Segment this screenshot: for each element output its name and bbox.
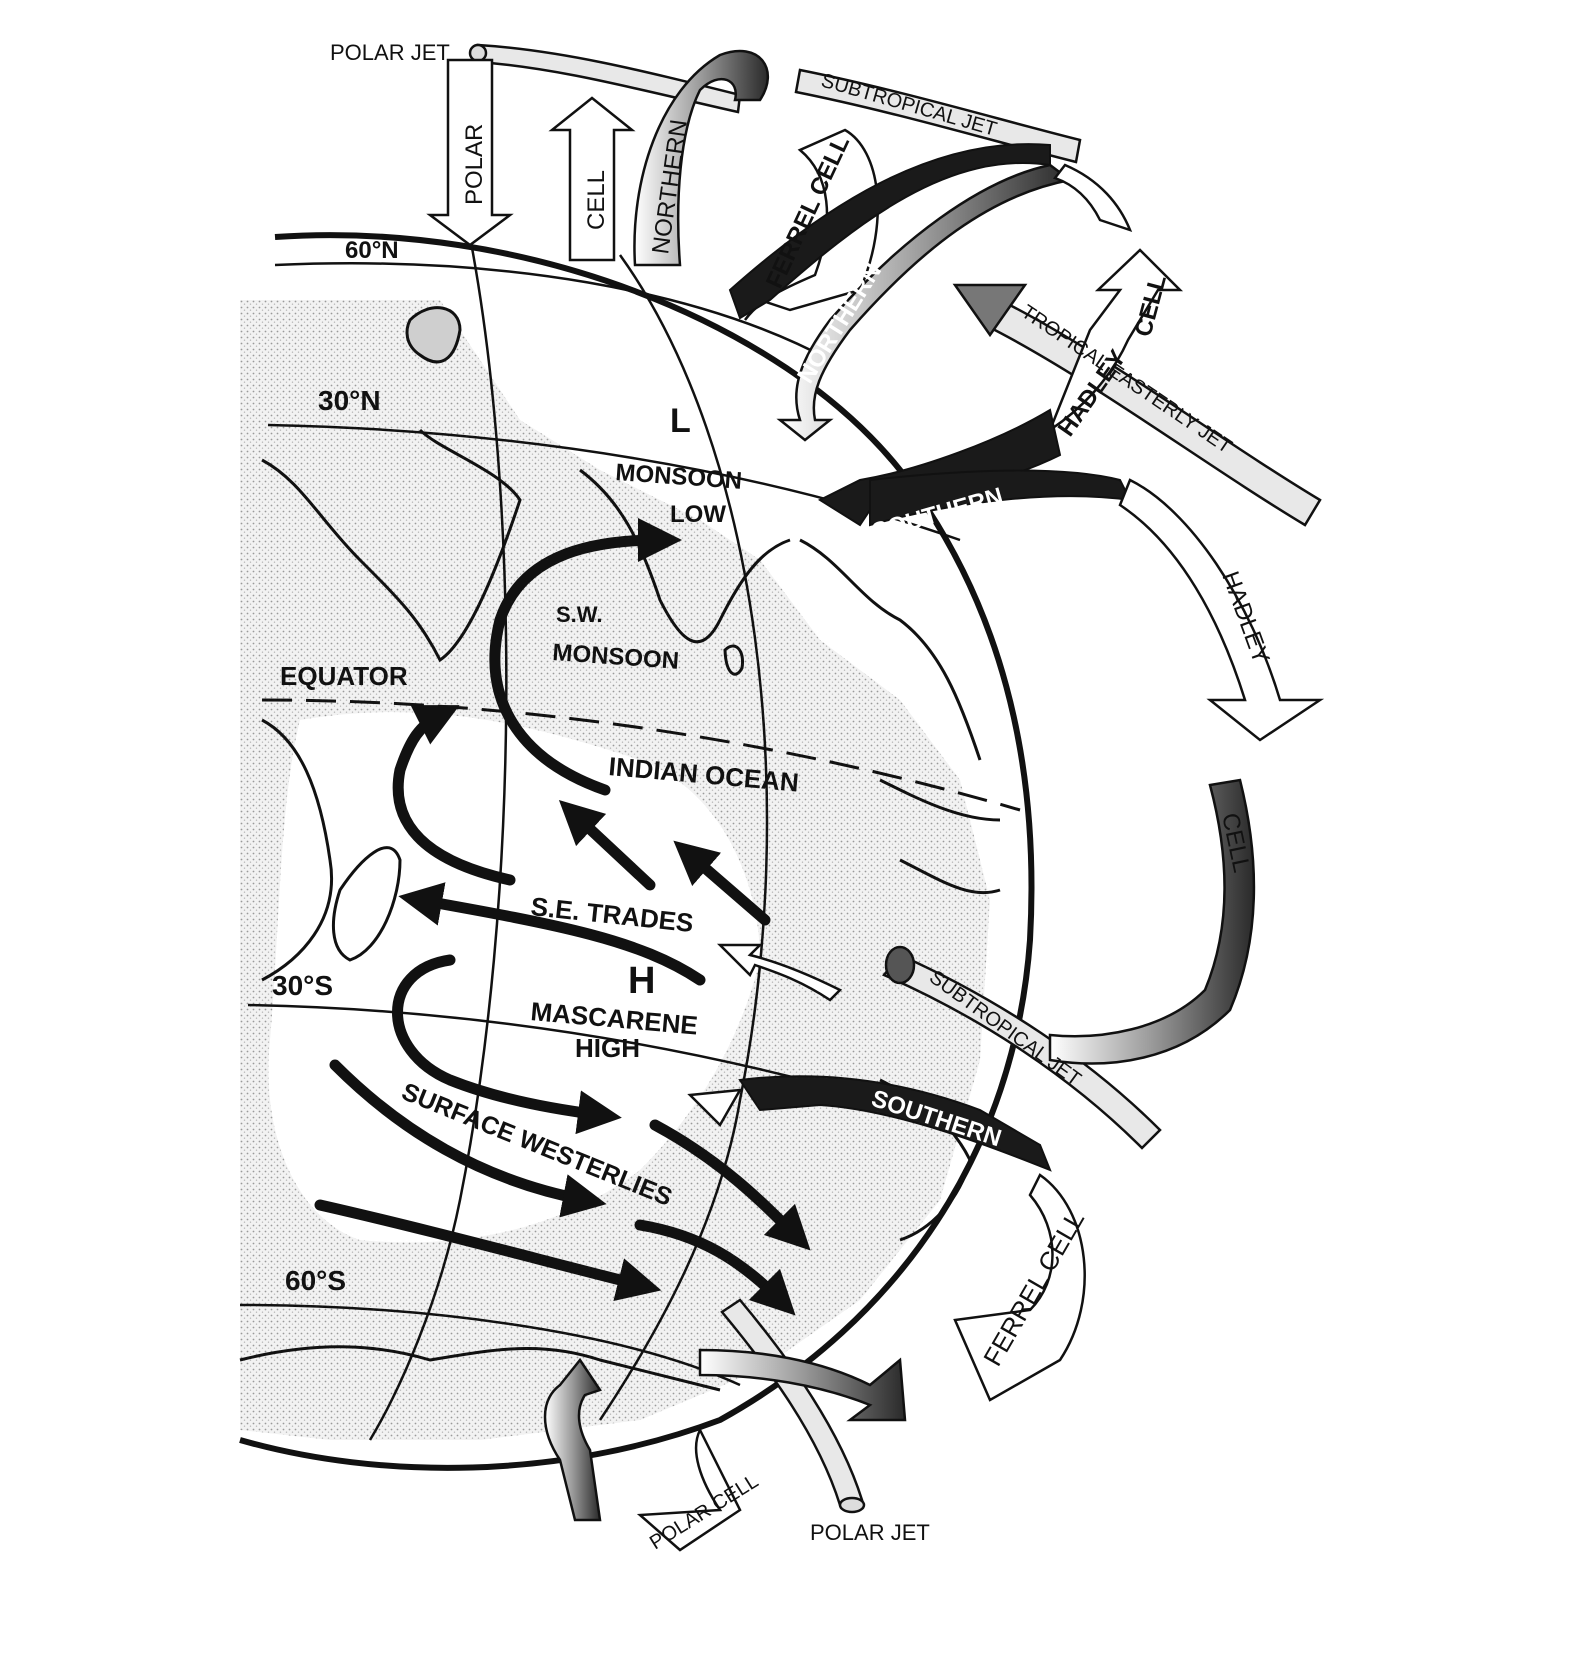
polar-cell-north-label: POLAR [461,124,488,205]
polar-jet-north-tube [476,43,742,114]
polar-jet-south-label: POLAR JET [810,1520,930,1545]
lat-60s-label: 60°S [285,1265,346,1296]
ferrel-north-dark-ribbon [728,143,1051,320]
coast-se-asia [799,538,982,761]
polar-cell-north-down [426,58,514,247]
coast-india [579,468,791,644]
mascarene-line2: HIGH [575,1033,640,1063]
coast-arabia [261,428,522,663]
low-symbol: L [670,402,691,440]
coast-africa [261,718,333,982]
westerly-arrow-2 [649,1119,811,1251]
sw-monsoon-arrow [489,518,682,796]
monsoon-low-line2: LOW [670,501,726,528]
sw-monsoon-line1: S.W. [556,602,602,627]
lat-60n-label: 60°N [345,237,399,264]
subtropical-jet-south-tube [882,953,1162,1150]
cell-south-ribbon [1048,778,1256,1065]
hadley-south-ribbon [1118,478,1325,742]
parallel-60s [239,1303,741,1387]
se-trade-arrow-1 [558,799,656,891]
subtropical-jet-south-end [884,945,916,985]
southern-ferrel-open-arrow [687,1088,743,1128]
coast-antarctica [239,1345,721,1392]
hadley-north-up [1047,248,1184,434]
hadley-north-top [1052,163,1133,233]
westerly-arrow-1 [329,1059,607,1218]
high-symbol: H [628,960,655,1002]
lat-30s-label: 30°S [272,970,333,1001]
meridian-west [368,236,508,1441]
east-africa-jet-arrow [392,705,516,886]
polar-south-return [698,1348,907,1422]
polar-cell-south-ribbon [636,1427,742,1552]
se-trade-arrow-2 [673,840,771,926]
sri-lanka [723,644,745,676]
westerly-arrow-3 [314,1199,662,1302]
equator-label: EQUATOR [280,661,408,691]
coast-indonesia [879,778,1001,895]
equator-line [261,698,1021,812]
surface-winds [314,518,811,1316]
subtropical-jet-north-tube [794,68,1082,164]
polar-cell-south-up [543,1357,602,1522]
tropical-easterly-jet-head [952,283,1028,338]
parallel-60n [274,262,831,362]
return-flow-arrow [716,943,843,1002]
circulation-cells [426,49,1325,1552]
mascarene-loop [392,954,622,1135]
madagascar [331,846,402,962]
se-trade-arrow-3 [398,882,706,986]
polar-jet-south-end [838,1496,866,1514]
westerly-arrow-4 [634,1219,796,1316]
polar-jet-north-end [468,43,488,63]
lat-30n-label: 30°N [318,385,381,416]
polar-jet-north-label: POLAR JET [330,40,450,65]
cell-north-label: CELL [583,170,610,230]
ferrel-south-ribbon [953,1173,1086,1402]
caspian-sea [405,306,462,364]
northern-ferrel-ribbon [776,163,1074,442]
northern-polar-ribbon [633,49,770,267]
polar-cell-north-up [548,96,636,262]
jet-streams [468,43,1322,1514]
southern-ferrel-ribbon [738,1075,1052,1172]
